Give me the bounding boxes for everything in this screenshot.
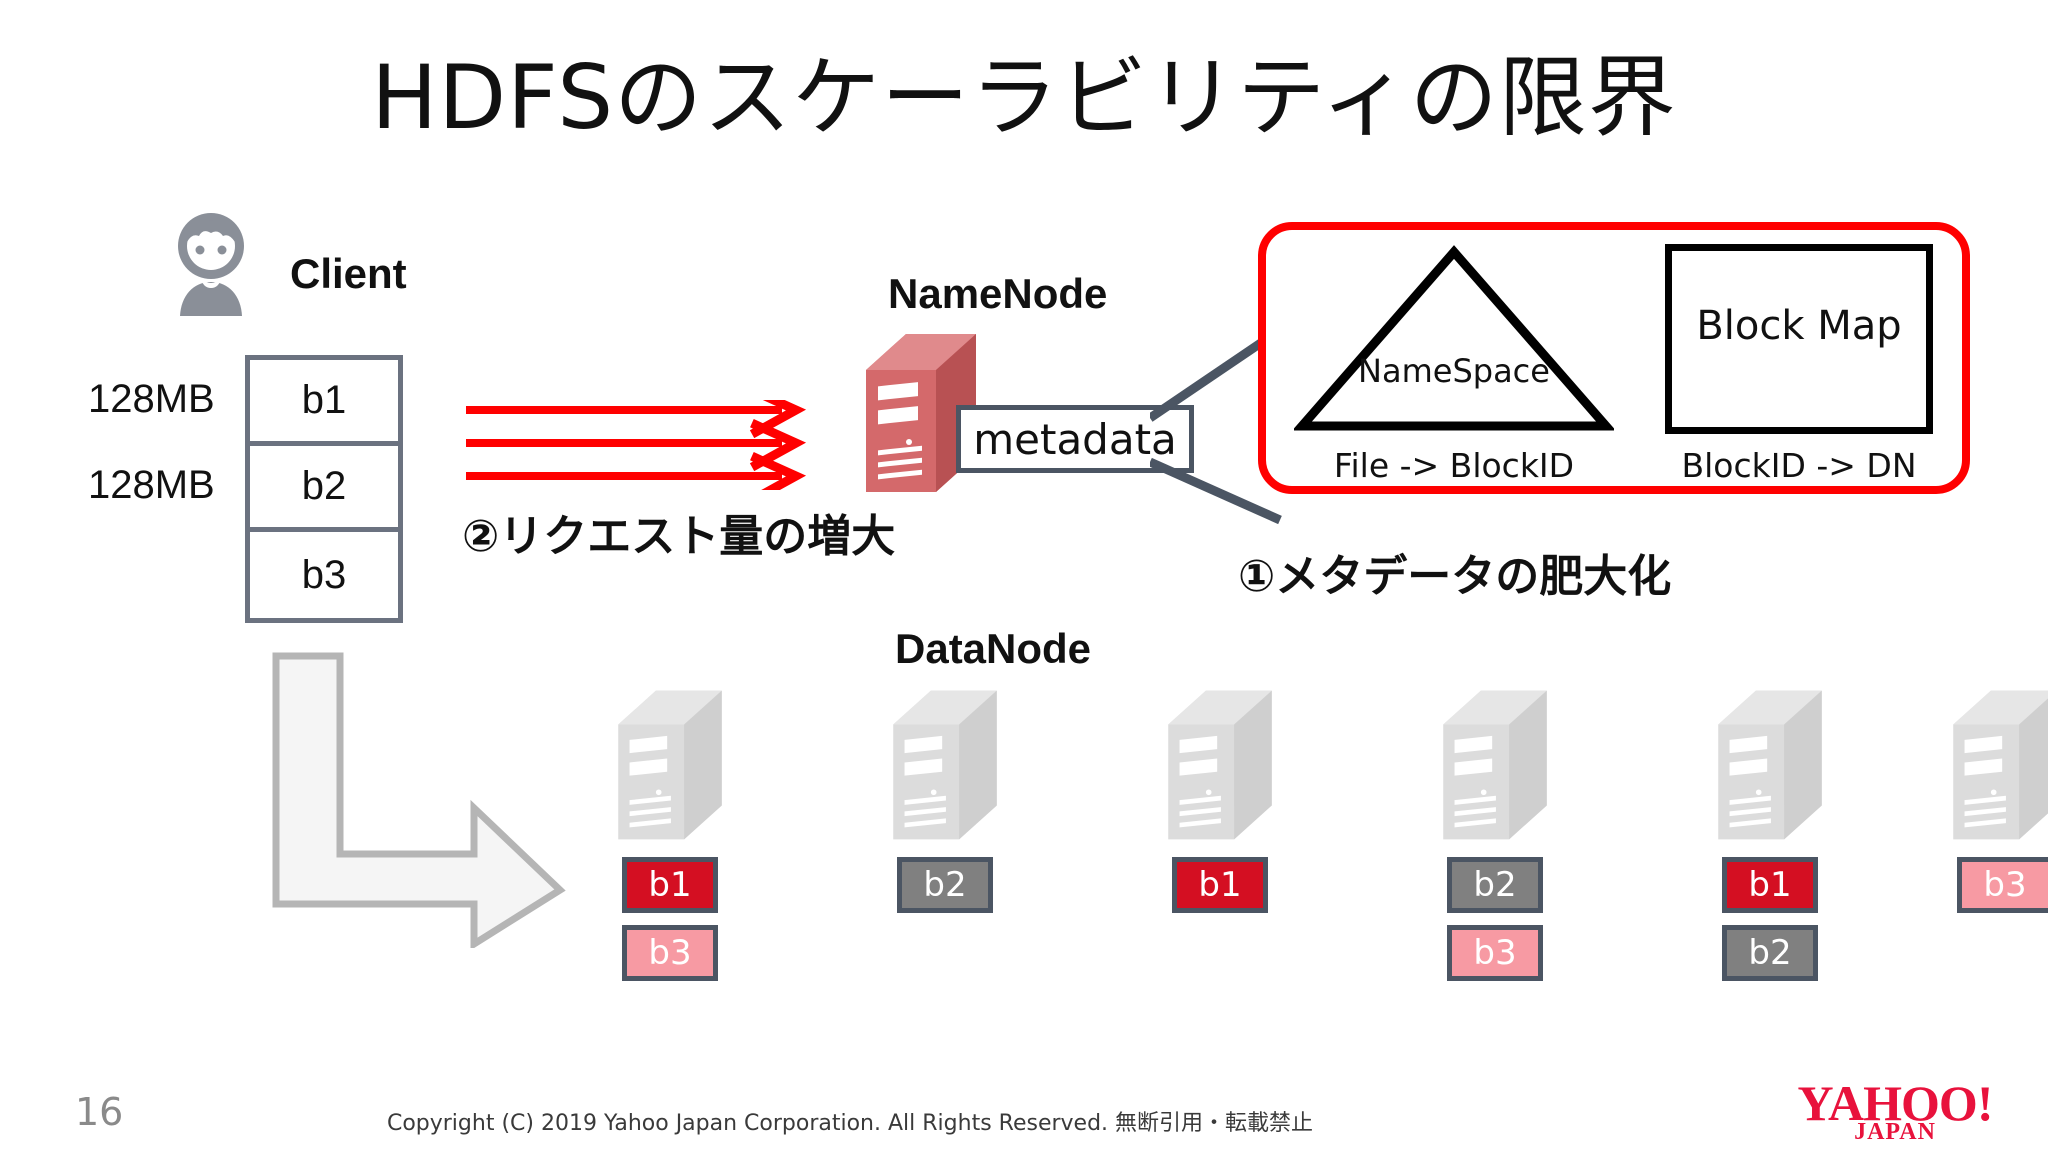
blockmap-label: Block Map <box>1696 303 1902 349</box>
datanode-label: DataNode <box>895 625 1092 672</box>
block-chip: b3 <box>622 925 718 981</box>
block-row: b2 <box>250 446 398 532</box>
datanode-block-list: b1 <box>1150 857 1290 913</box>
request-increase-note: ②リクエスト量の増大 <box>462 511 896 562</box>
server-tower-icon <box>1160 685 1280 845</box>
block-chip: b1 <box>622 857 718 913</box>
datanode-item: b3 <box>1935 685 2048 913</box>
blockmap-group: Block Map BlockID -> DN <box>1648 244 1950 485</box>
block-chip: b3 <box>1447 925 1543 981</box>
blockmap-caption: BlockID -> DN <box>1681 446 1917 485</box>
block-row: b1 <box>250 360 398 446</box>
namenode-label: NameNode <box>888 270 1108 317</box>
namespace-group: NameSpace File -> BlockID <box>1294 244 1614 485</box>
block-chip: b1 <box>1172 857 1268 913</box>
block-chip: b3 <box>1957 857 2048 913</box>
yahoo-japan-logo: YAHOO! JAPAN <box>1770 1078 2020 1144</box>
client-label: Client <box>290 250 407 297</box>
metadata-growth-note: ①メタデータの肥大化 <box>1238 551 1672 602</box>
request-arrows-icon <box>466 386 856 505</box>
page-number: 16 <box>75 1090 124 1134</box>
server-tower-icon <box>885 685 1005 845</box>
namespace-label: NameSpace <box>1358 352 1550 390</box>
block-size-label: 128MB <box>88 463 215 507</box>
client-block-table: b1 b2 b3 <box>245 355 403 623</box>
server-tower-icon <box>610 685 730 845</box>
datanode-item: b1 <box>1150 685 1290 913</box>
metadata-box: metadata <box>956 405 1194 473</box>
yahoo-logo-main: YAHOO! <box>1797 1075 1994 1131</box>
server-tower-icon <box>862 328 980 498</box>
block-size-label: 128MB <box>88 377 215 421</box>
block-chip: b1 <box>1722 857 1818 913</box>
block-row: b3 <box>250 532 398 618</box>
block-chip: b2 <box>1722 925 1818 981</box>
namespace-caption: File -> BlockID <box>1333 446 1575 485</box>
server-tower-icon <box>1945 685 2048 845</box>
datanode-block-list: b2 <box>875 857 1015 913</box>
blockmap-square: Block Map <box>1665 244 1933 434</box>
page-title: HDFSのスケーラビリティの限界 <box>371 46 1677 149</box>
block-chip: b2 <box>1447 857 1543 913</box>
datanode-item: b2 <box>875 685 1015 913</box>
triangle-icon: NameSpace <box>1294 244 1614 434</box>
elbow-arrow-right-icon <box>268 648 568 951</box>
metadata-callout-box: NameSpace File -> BlockID Block Map Bloc… <box>1258 222 1970 494</box>
datanode-block-list: b3 <box>1935 857 2048 913</box>
block-chip: b2 <box>897 857 993 913</box>
server-tower-icon <box>1435 685 1555 845</box>
user-avatar-icon <box>168 212 254 322</box>
copyright-text: Copyright (C) 2019 Yahoo Japan Corporati… <box>386 1111 1314 1136</box>
yahoo-logo-sub: JAPAN <box>1854 1119 1936 1145</box>
server-tower-icon <box>1710 685 1830 845</box>
